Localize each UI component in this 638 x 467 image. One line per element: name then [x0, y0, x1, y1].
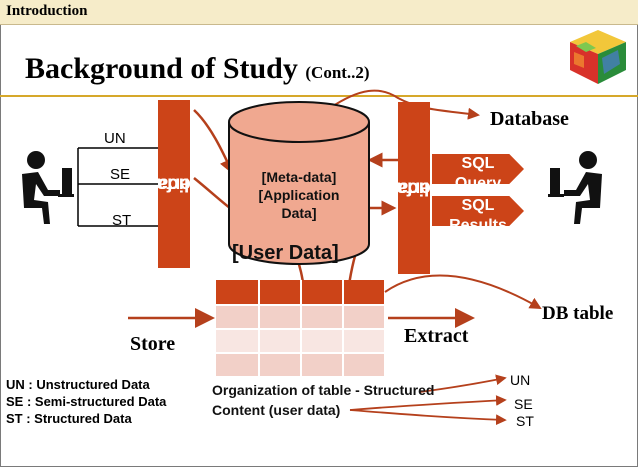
output-label-st: ST [516, 413, 534, 429]
cube-logo-icon [570, 30, 626, 84]
database-label: Database [490, 108, 569, 130]
meta-data-label: [Meta-data] [261, 169, 337, 185]
right-interface-line2: Interface [398, 177, 430, 199]
user-data-table [216, 280, 384, 376]
left-interface-line2: Interface [158, 173, 190, 195]
legend-item-st: ST : Structured Data [6, 411, 132, 426]
sql-query-arrow-box: SQL Query [432, 154, 524, 184]
database-arrow [329, 89, 480, 120]
db-table-label: DB table [542, 303, 614, 324]
extract-label: Extract [404, 325, 469, 347]
table-divider [216, 352, 384, 354]
output-se-arrow [349, 395, 507, 411]
sql-query-line1: SQL [461, 155, 495, 172]
application-data-label-2: Data] [281, 205, 317, 221]
legend-item-un: UN : Unstructured Data [6, 377, 150, 392]
input-label-un: UN [104, 130, 126, 147]
legend-item-se: SE : Semi-structured Data [6, 394, 167, 409]
section-title: Introduction [6, 3, 88, 19]
sql-query-line2: Query [454, 175, 502, 184]
user-data-label: [User Data] [232, 242, 339, 264]
output-st-arrow [349, 409, 507, 426]
slide-subtitle: (Cont..2) [305, 63, 370, 82]
sql-results-line1: SQL [461, 197, 495, 214]
output-label-se: SE [514, 396, 533, 412]
table-divider [216, 304, 384, 306]
output-un-arrow [419, 374, 507, 393]
left-user-icon [22, 151, 74, 224]
legend: UN : Unstructured Data SE : Semi-structu… [6, 376, 166, 427]
input-label-se: SE [110, 166, 131, 183]
right-user-icon [548, 151, 602, 224]
slide-title: Background of Study (Cont..2) [25, 52, 370, 86]
sql-results-arrow-box: SQL Results [432, 196, 524, 226]
db-table-arrow [384, 274, 542, 309]
right-application-interface: ApplicationInterface [398, 102, 430, 274]
application-data-label-1: [Application [258, 187, 340, 203]
caption-line1: Organization of table - Structured [212, 382, 435, 398]
input-label-st: ST [112, 212, 132, 229]
table-divider [216, 328, 384, 330]
sql-results-line2: Results [449, 217, 507, 226]
store-label: Store [130, 333, 176, 355]
table-caption: Organization of table - Structured Conte… [212, 380, 434, 420]
database-cylinder [228, 101, 370, 265]
title-rule [0, 95, 638, 97]
output-label-un: UN [510, 372, 531, 388]
section-header: Introduction [0, 0, 638, 25]
caption-line2: Content (user data) [212, 402, 341, 418]
slide-title-text: Background of Study [25, 52, 298, 85]
database-content: [Meta-data] [Application Data] [244, 168, 354, 222]
left-application-interface: ApplicationInterface [158, 100, 190, 268]
